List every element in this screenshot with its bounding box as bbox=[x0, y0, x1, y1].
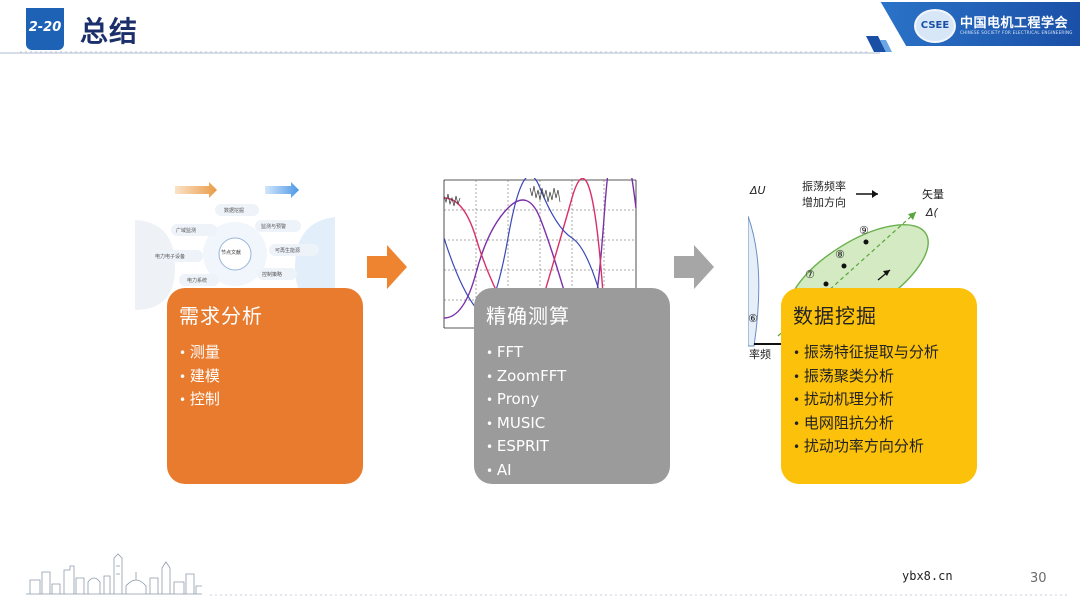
point-label-6: ⑥ bbox=[748, 312, 758, 325]
card-title: 需求分析 bbox=[179, 304, 263, 328]
mindmap-node: 监测与预警 bbox=[261, 224, 287, 230]
csee-seal-logo: CSEE bbox=[914, 9, 956, 43]
orange-arrow-icon bbox=[367, 245, 407, 289]
mindmap-node: 数据挖掘 bbox=[224, 208, 245, 214]
vector-delta-label: Δ( bbox=[926, 206, 938, 219]
gray-arrow-icon bbox=[674, 245, 714, 289]
precise-calculation-card: 精确测算 FFT ZoomFFT Prony MUSIC ESPRIT AI bbox=[474, 288, 670, 484]
watermark-text: ybx8.cn bbox=[902, 569, 953, 583]
point-label-9: ⑨ bbox=[859, 224, 869, 237]
society-name: 中国电机工程学会 bbox=[960, 16, 1069, 31]
list-item: 控制 bbox=[179, 388, 351, 412]
mindmap-node: 广域监测 bbox=[176, 228, 197, 234]
society-name-english: CHINESE SOCIETY FOR ELECTRICAL ENGINEERI… bbox=[960, 30, 1073, 35]
card-title: 精确测算 bbox=[486, 304, 570, 328]
requirement-analysis-card: 需求分析 测量 建模 控制 bbox=[167, 288, 363, 484]
delta-u-label: ΔU bbox=[750, 184, 766, 197]
card-title: 数据挖掘 bbox=[793, 304, 877, 328]
list-item: ESPRIT bbox=[486, 435, 658, 459]
list-item: AI bbox=[486, 459, 658, 483]
list-item: 振荡特征提取与分析 bbox=[793, 341, 965, 365]
banner-accent-shape bbox=[866, 36, 892, 52]
slide-number-badge: 2-20 bbox=[26, 8, 64, 50]
city-skyline-decoration bbox=[26, 553, 202, 595]
mindmap-node: 电力系统 bbox=[187, 278, 208, 284]
header-dotted-rule bbox=[20, 51, 870, 53]
phasor-caption-line1: 振荡频率 bbox=[802, 180, 846, 193]
page-title: 总结 bbox=[80, 15, 139, 48]
list-item: 电网阻抗分析 bbox=[793, 412, 965, 436]
mindmap-graphic bbox=[135, 182, 335, 310]
mindmap-node: 电力电子设备 bbox=[155, 254, 186, 260]
list-item: 振荡聚类分析 bbox=[793, 365, 965, 389]
list-item: 扰动功率方向分析 bbox=[793, 435, 965, 459]
frequency-axis-label: 率频 bbox=[749, 348, 771, 361]
list-item: FFT bbox=[486, 341, 658, 365]
list-item: MUSIC bbox=[486, 412, 658, 436]
list-item: 测量 bbox=[179, 341, 351, 365]
list-item: 扰动机理分析 bbox=[793, 388, 965, 412]
list-item: ZoomFFT bbox=[486, 365, 658, 389]
list-item: Prony bbox=[486, 388, 658, 412]
requirements-mindmap-image: 节点文献 数据挖掘 广域监测 监测与预警 电力电子设备 可再生能源 电力系统 控… bbox=[135, 182, 335, 312]
list-item: 建模 bbox=[179, 365, 351, 389]
point-label-8: ⑧ bbox=[835, 248, 845, 261]
phasor-caption-line2: 增加方向 bbox=[802, 196, 846, 209]
page-number: 30 bbox=[1030, 571, 1047, 586]
vector-label: 矢量 bbox=[922, 188, 944, 201]
card-item-list: FFT ZoomFFT Prony MUSIC ESPRIT AI bbox=[486, 341, 658, 482]
mindmap-node: 控制策略 bbox=[262, 272, 283, 278]
footer-dotted-rule bbox=[210, 594, 1070, 596]
data-mining-card: 数据挖掘 振荡特征提取与分析 振荡聚类分析 扰动机理分析 电网阻抗分析 扰动功率… bbox=[781, 288, 977, 484]
header-divider bbox=[0, 52, 880, 54]
point-label-7: ⑦ bbox=[805, 268, 815, 281]
mindmap-center-label: 节点文献 bbox=[221, 250, 242, 256]
mindmap-node: 可再生能源 bbox=[275, 248, 301, 254]
card-item-list: 测量 建模 控制 bbox=[179, 341, 351, 412]
logo-banner bbox=[880, 2, 1080, 46]
card-item-list: 振荡特征提取与分析 振荡聚类分析 扰动机理分析 电网阻抗分析 扰动功率方向分析 bbox=[793, 341, 965, 459]
